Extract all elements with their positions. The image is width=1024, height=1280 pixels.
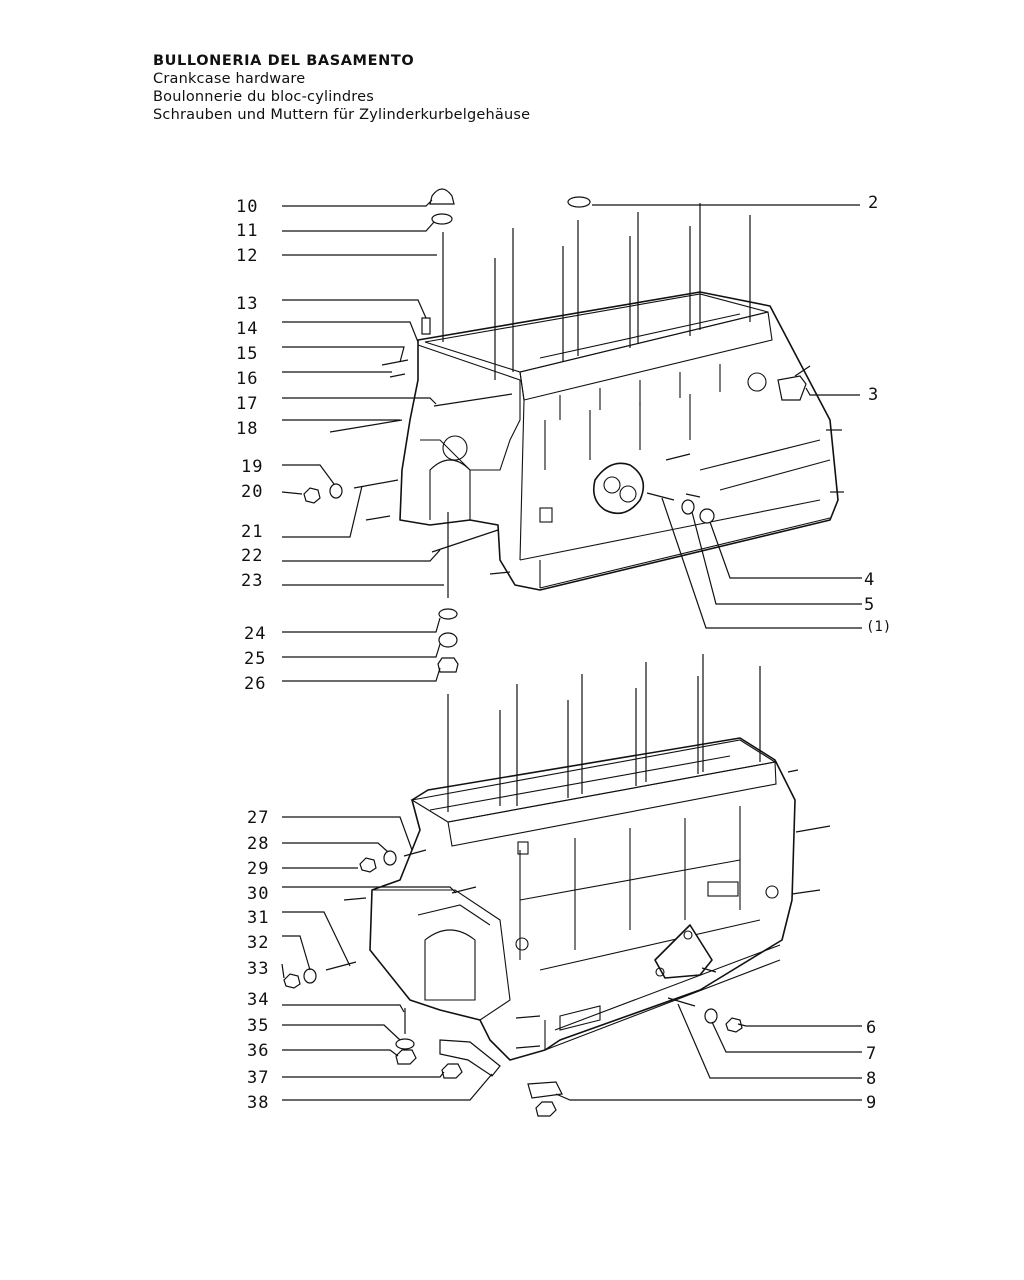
callout-37: 37: [247, 1068, 269, 1088]
callout-6: 6: [866, 1018, 877, 1038]
lower-loose-parts: [283, 769, 831, 1117]
callout-16: 16: [236, 369, 258, 389]
title-french: Boulonnerie du bloc-cylindres: [153, 89, 374, 105]
header: BULLONERIA DEL BASAMENTO Crankcase hardw…: [153, 52, 530, 124]
callout-2: 2: [868, 193, 879, 213]
callout-3: 3: [868, 385, 879, 405]
callout-27: 27: [247, 808, 269, 828]
leader-lines: [281, 199, 862, 1101]
callout-labels: 10 11 12 13 14 15 16 17 18 19 20 21 22 2…: [236, 193, 891, 1113]
upper-loose-parts: [303, 188, 844, 673]
callout-24: 24: [244, 624, 266, 644]
callout-14: 14: [236, 319, 258, 339]
callout-8: 8: [866, 1069, 877, 1089]
callout-35: 35: [247, 1016, 269, 1036]
callout-4: 4: [864, 570, 875, 590]
callout-12: 12: [236, 246, 258, 266]
callout-34: 34: [247, 990, 269, 1010]
callout-21: 21: [241, 522, 263, 542]
callout-15: 15: [236, 344, 258, 364]
upper-crankcase-drawing: [399, 291, 839, 591]
callout-17: 17: [236, 394, 258, 414]
callout-29: 29: [247, 859, 269, 879]
callout-26: 26: [244, 674, 266, 694]
callout-33: 33: [247, 959, 269, 979]
callout-22: 22: [241, 546, 263, 566]
upper-head-studs: [494, 203, 751, 380]
callout-36: 36: [247, 1041, 269, 1061]
callout-7: 7: [866, 1044, 877, 1064]
callout-25: 25: [244, 649, 266, 669]
callout-1: (1): [866, 619, 891, 635]
callout-18: 18: [236, 419, 258, 439]
lower-head-studs: [447, 654, 761, 812]
callout-23: 23: [241, 571, 263, 591]
callout-32: 32: [247, 933, 269, 953]
lower-crankcase-drawing: [369, 737, 796, 1061]
callout-20: 20: [241, 482, 263, 502]
title-english: Crankcase hardware: [153, 71, 306, 87]
callout-11: 11: [236, 221, 258, 241]
title-german: Schrauben und Muttern für Zylinderkurbel…: [153, 107, 531, 123]
callout-38: 38: [247, 1093, 269, 1113]
callout-31: 31: [247, 908, 269, 928]
callout-13: 13: [236, 294, 258, 314]
callout-10: 10: [236, 197, 258, 217]
callout-19: 19: [241, 457, 263, 477]
callout-28: 28: [247, 834, 269, 854]
callout-5: 5: [864, 595, 875, 615]
title-italian: BULLONERIA DEL BASAMENTO: [153, 53, 415, 69]
callout-9: 9: [866, 1093, 877, 1113]
callout-30: 30: [247, 884, 269, 904]
